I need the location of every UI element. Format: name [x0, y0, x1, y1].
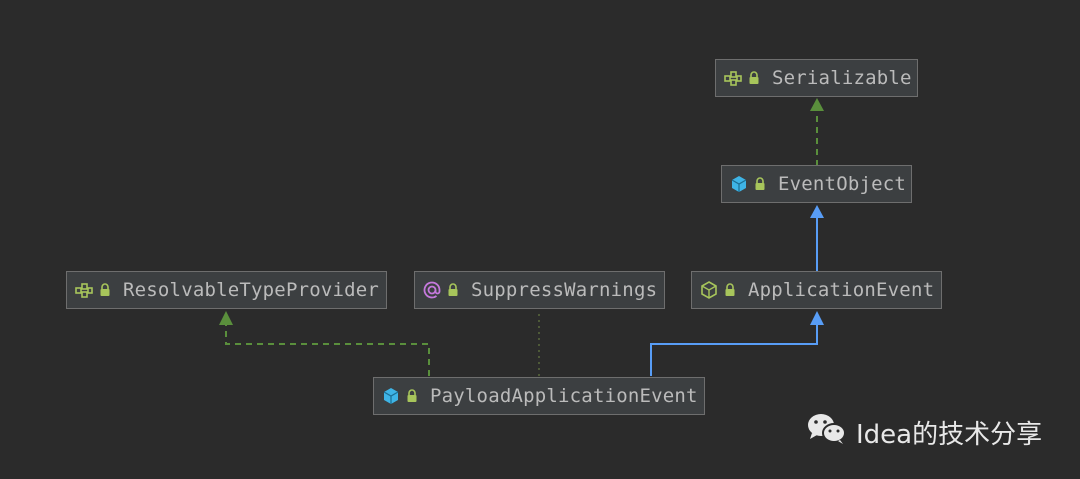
node-label: Serializable — [772, 67, 912, 89]
node-eventobject[interactable]: EventObject — [721, 165, 912, 203]
node-suppresswarnings[interactable]: SuppressWarnings — [414, 271, 665, 309]
class-icon — [382, 387, 400, 405]
arrowhead-serializable — [810, 98, 824, 111]
node-payloadapplicationevent[interactable]: PayloadApplicationEvent — [373, 377, 705, 415]
watermark-text: Idea的技术分享 — [856, 420, 1043, 450]
annotation-icon — [423, 281, 441, 299]
arrowhead-eventobject — [810, 205, 824, 218]
lock-icon — [754, 177, 766, 191]
lock-icon — [748, 71, 760, 85]
node-label: PayloadApplicationEvent — [430, 385, 698, 407]
class-icon — [730, 175, 748, 193]
lock-icon — [447, 283, 459, 297]
node-label: ApplicationEvent — [748, 279, 935, 301]
edge-payload-resolvabletypeprovider — [225, 324, 430, 376]
edge-payload-applicationevent — [650, 324, 818, 376]
lock-icon — [724, 283, 736, 297]
interface-icon — [75, 281, 93, 299]
abstract-class-icon — [700, 281, 718, 299]
lock-icon — [99, 283, 111, 297]
node-label: EventObject — [778, 173, 907, 195]
arrowhead-applicationevent — [810, 311, 824, 325]
wechat-icon — [806, 412, 848, 453]
interface-icon — [724, 69, 742, 87]
lock-icon — [406, 389, 418, 403]
node-resolvabletypeprovider[interactable]: ResolvableTypeProvider — [66, 271, 387, 309]
watermark: Idea的技术分享 — [806, 412, 1042, 453]
arrowhead-resolvabletypeprovider — [219, 311, 233, 325]
node-label: SuppressWarnings — [471, 279, 658, 301]
node-label: ResolvableTypeProvider — [123, 279, 380, 301]
node-serializable[interactable]: Serializable — [715, 59, 918, 97]
node-applicationevent[interactable]: ApplicationEvent — [691, 271, 942, 309]
